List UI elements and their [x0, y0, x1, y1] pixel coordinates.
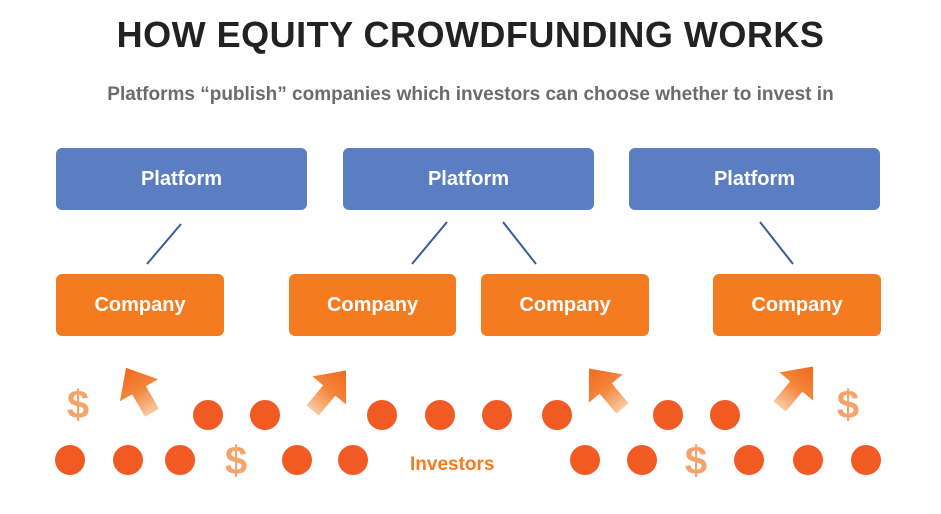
investor-dot — [851, 445, 881, 475]
investor-dot — [193, 400, 223, 430]
company-label: Company — [94, 293, 186, 316]
connector-line — [759, 221, 794, 265]
platform-box: Platform — [343, 148, 594, 210]
investor-dot — [338, 445, 368, 475]
investor-dot — [55, 445, 85, 475]
investors-label: Investors — [410, 454, 495, 475]
connector-line — [411, 221, 448, 265]
investor-dot — [653, 400, 683, 430]
company-box: Company — [289, 274, 456, 336]
dollar-sign-icon: $ — [67, 383, 89, 427]
platform-label: Platform — [713, 167, 796, 190]
connector-line — [502, 221, 537, 265]
company-label: Company — [519, 293, 611, 316]
investment-arrow-icon — [773, 366, 814, 412]
investor-dot — [282, 445, 312, 475]
investor-dot — [482, 400, 512, 430]
company-box: Company — [56, 274, 224, 336]
company-label: Company — [751, 293, 843, 316]
connector-line — [146, 223, 182, 265]
investor-dot — [250, 400, 280, 430]
investment-arrow-icon — [306, 370, 347, 416]
investor-dot — [710, 400, 740, 430]
page-title: HOW EQUITY CROWDFUNDING WORKS — [116, 14, 825, 55]
investor-dot — [367, 400, 397, 430]
investor-dot — [542, 400, 572, 430]
investor-dot — [425, 400, 455, 430]
company-label: Company — [326, 293, 419, 316]
dollar-sign-icon: $ — [685, 439, 707, 483]
investor-dot — [793, 445, 823, 475]
company-box: Company — [481, 274, 649, 336]
investor-dot — [627, 445, 657, 475]
investor-dot — [113, 445, 143, 475]
dollar-sign-icon: $ — [225, 439, 247, 483]
platform-box: Platform — [56, 148, 307, 210]
page-subtitle: Platforms “publish” companies which inve… — [107, 84, 834, 105]
investor-dot — [165, 445, 195, 475]
investor-dot — [734, 445, 764, 475]
platform-box: Platform — [629, 148, 880, 210]
investment-arrow-icon — [588, 368, 629, 414]
platform-label: Platform — [427, 167, 510, 190]
company-box: Company — [713, 274, 881, 336]
investment-arrow-icon — [119, 367, 159, 417]
dollar-sign-icon: $ — [837, 383, 859, 427]
investor-dot — [570, 445, 600, 475]
platform-label: Platform — [140, 167, 223, 190]
